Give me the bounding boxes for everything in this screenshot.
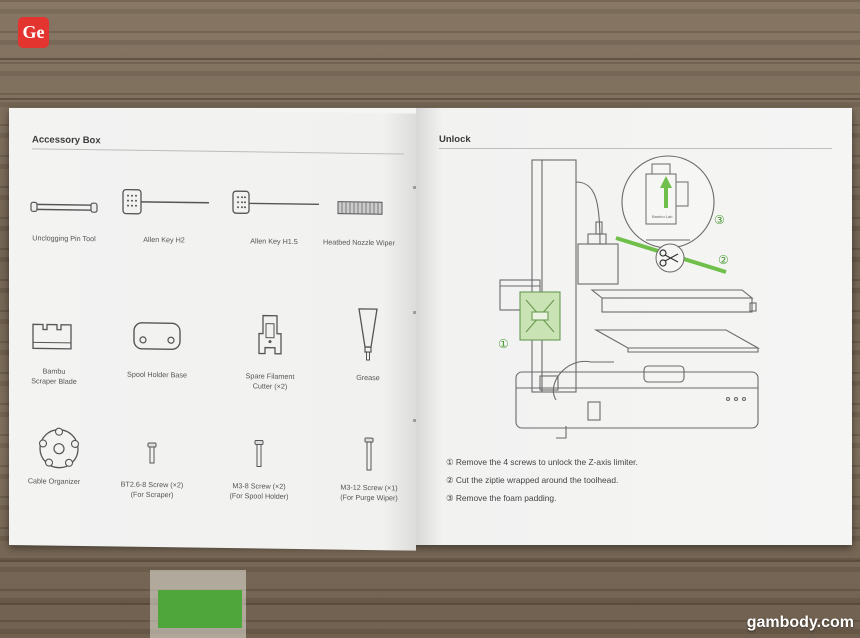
left-page: Accessory Box Unclogging Pin Tool Allen …: [9, 108, 416, 551]
callout-1: ①: [498, 337, 509, 351]
item-label: Cable Organizer: [27, 476, 81, 486]
binding-stitch: [413, 311, 418, 314]
item-label: Unclogging Pin Tool: [32, 233, 96, 244]
plank-seam: [0, 603, 860, 605]
screw-icon: [254, 439, 264, 468]
plank-seam: [0, 58, 860, 60]
allen-key-icon: [232, 190, 319, 214]
section-title-unlock: Unlock: [439, 134, 471, 145]
section-title-accessory-box: Accessory Box: [32, 134, 101, 147]
cable-organizer-icon: [38, 427, 80, 469]
title-rule: [439, 148, 832, 149]
filament-cutter-icon: [258, 314, 282, 355]
item-label: Heatbed Nozzle Wiper: [323, 237, 395, 248]
item-label: BT2.6-8 Screw (×2) (For Scraper): [120, 479, 184, 500]
right-page: Unlock: [416, 108, 852, 545]
step-text: ③ Remove the foam padding.: [446, 493, 557, 503]
allen-key-icon: [122, 188, 209, 215]
item-label: Allen Key H1.5: [250, 236, 298, 247]
callout-2: ②: [718, 253, 729, 267]
item-label: M3-12 Screw (×1) (For Purge Wiper): [340, 482, 398, 503]
item-label: Spool Holder Base: [127, 369, 187, 380]
grease-tube-icon: [358, 308, 378, 361]
item-label: Spare Filament Cutter (×2): [245, 371, 295, 391]
step-text: ① Remove the 4 screws to unlock the Z-ax…: [446, 457, 638, 467]
plank-seam: [0, 560, 860, 562]
unclogging-pin-icon: [30, 201, 98, 213]
item-label: Grease: [356, 372, 380, 383]
plank-seam: [0, 98, 860, 100]
scraper-blade-icon: [32, 323, 72, 350]
inset-brand-label: Bambu Lab: [652, 214, 673, 219]
binding-stitch: [413, 419, 418, 422]
site-logo: Ge: [18, 17, 49, 48]
instruction-steps: ① Remove the 4 screws to unlock the Z-ax…: [446, 453, 638, 507]
open-manual: Accessory Box Unclogging Pin Tool Allen …: [9, 108, 852, 551]
item-label: Allen Key H2: [143, 234, 185, 245]
screw-icon: [147, 442, 157, 464]
title-rule: [32, 148, 404, 155]
screw-icon: [364, 437, 374, 471]
item-label: M3-8 Screw (×2) (For Spool Holder): [229, 481, 289, 501]
scissors-icon: [659, 249, 679, 267]
printer-illustration: Bambu Lab ② ③ ①: [498, 155, 761, 439]
nozzle-wiper-icon: [337, 201, 383, 215]
callout-3: ③: [714, 213, 725, 227]
green-sticker: [158, 590, 242, 628]
binding-stitch: [413, 186, 418, 189]
item-label: Bambu Scraper Blade: [31, 366, 77, 386]
spool-holder-base-icon: [133, 322, 181, 350]
watermark: gambody.com: [746, 614, 854, 631]
step-text: ② Cut the ziptie wrapped around the tool…: [446, 475, 619, 485]
